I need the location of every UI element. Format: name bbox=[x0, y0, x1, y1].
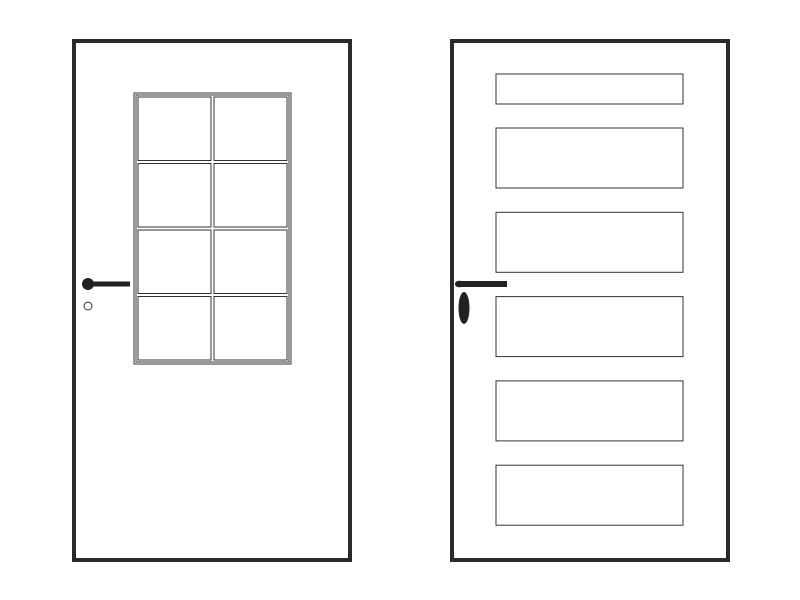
glass-window-outer-frame bbox=[133, 92, 292, 365]
door-top-panel bbox=[495, 73, 684, 105]
door-panel bbox=[495, 380, 684, 442]
paneled-door-frame bbox=[450, 39, 730, 562]
glass-pane bbox=[137, 163, 212, 228]
glass-pane bbox=[137, 296, 212, 361]
paneled-door-handle[interactable] bbox=[455, 280, 507, 324]
glass-panes bbox=[137, 96, 288, 361]
glazed-door bbox=[72, 39, 352, 562]
glass-pane bbox=[137, 96, 212, 161]
glass-pane bbox=[213, 229, 288, 294]
glass-window bbox=[133, 92, 292, 365]
door-panel bbox=[495, 464, 684, 526]
door-panel bbox=[495, 296, 684, 358]
glass-window-inner-frame bbox=[135, 94, 290, 363]
door-panels bbox=[495, 73, 684, 526]
lever-handle-icon bbox=[455, 280, 507, 288]
glass-pane bbox=[213, 163, 288, 228]
glazed-door-frame bbox=[72, 39, 352, 562]
keyhole-icon bbox=[83, 301, 93, 311]
escutcheon-icon bbox=[458, 292, 470, 324]
door-panel bbox=[495, 211, 684, 273]
glazed-door-handle[interactable] bbox=[82, 278, 130, 290]
glass-pane bbox=[137, 229, 212, 294]
paneled-door bbox=[450, 39, 730, 562]
door-panel bbox=[495, 127, 684, 189]
lever-handle-icon bbox=[88, 281, 130, 287]
glass-pane bbox=[213, 96, 288, 161]
glass-pane bbox=[213, 296, 288, 361]
